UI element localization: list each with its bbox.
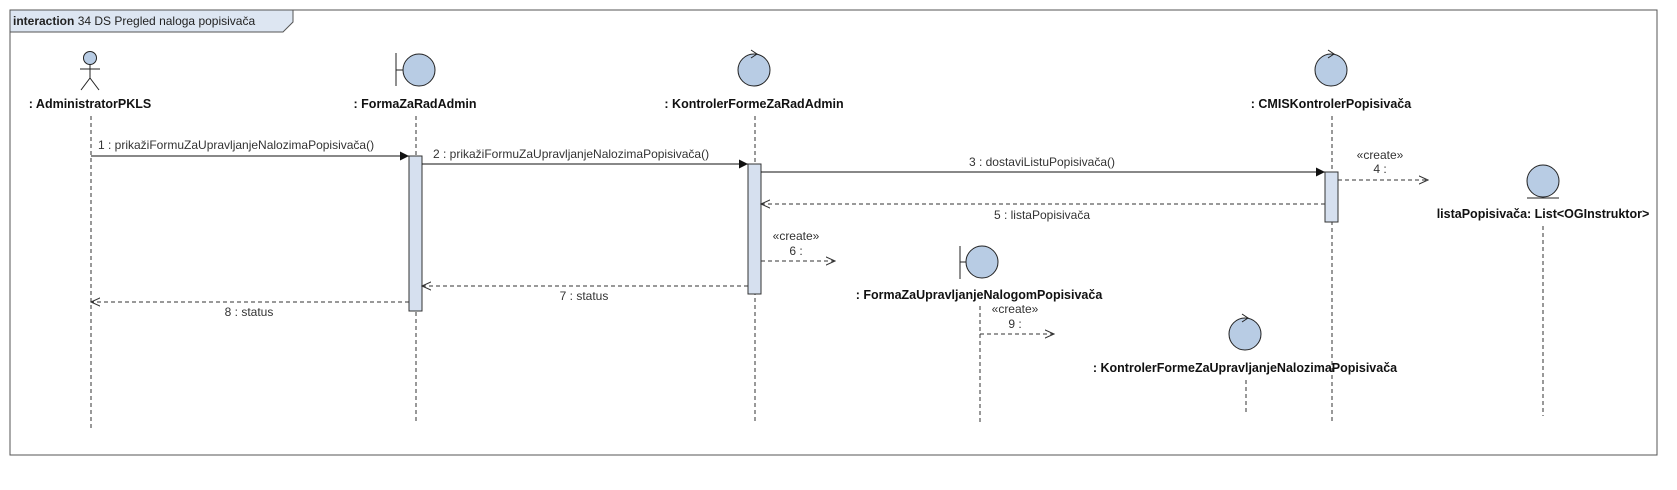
lifeline-name-kontroler: : KontrolerFormeZaRadAdmin — [664, 97, 843, 111]
lifeline-name-forma: : FormaZaRadAdmin — [354, 97, 477, 111]
activation-bar — [408, 155, 423, 312]
entity-icon — [1526, 164, 1560, 199]
activation-bar — [747, 163, 762, 295]
message-label: 8 : status — [225, 305, 274, 319]
message-label: 5 : listaPopisivača — [994, 208, 1090, 222]
message-label: 3 : dostaviListuPopisivača() — [969, 155, 1115, 169]
message-label: 6 : — [789, 244, 802, 258]
lifeline-name-forma-upr: : FormaZaUpravljanjeNalogomPopisivača — [856, 288, 1104, 302]
control-icon — [1314, 49, 1348, 87]
control-icon — [737, 49, 771, 87]
message-stereotype: «create» — [773, 229, 820, 243]
message-label: 4 : — [1373, 162, 1386, 176]
message-label: 7 : status — [560, 289, 609, 303]
actor-icon — [80, 51, 100, 91]
interaction-frame — [9, 9, 1658, 456]
frame-title: interaction 34 DS Pregled naloga popisiv… — [13, 14, 255, 28]
lifeline-name-cmis: : CMISKontrolerPopisivača — [1251, 97, 1412, 111]
control-icon — [1228, 313, 1262, 351]
message-stereotype: «create» — [1357, 148, 1404, 162]
message-label: 1 : prikažiFormuZaUpravljanjeNalozimaPop… — [98, 138, 374, 152]
message-stereotype: «create» — [992, 302, 1039, 316]
lifeline-name-kontroler-upr: : KontrolerFormeZaUpravljanjeNalozimaPop… — [1093, 361, 1398, 375]
message-label: 9 : — [1008, 317, 1021, 331]
lifeline-name-admin: : AdministratorPKLS — [29, 97, 151, 111]
message-label: 2 : prikažiFormuZaUpravljanjeNalozimaPop… — [433, 147, 709, 161]
frame-tab — [9, 9, 294, 33]
boundary-icon — [395, 53, 436, 87]
lifeline-name-lista: listaPopisivača: List<OGInstruktor> — [1437, 207, 1650, 221]
boundary-icon — [959, 245, 999, 279]
activation-bar — [1324, 171, 1339, 223]
